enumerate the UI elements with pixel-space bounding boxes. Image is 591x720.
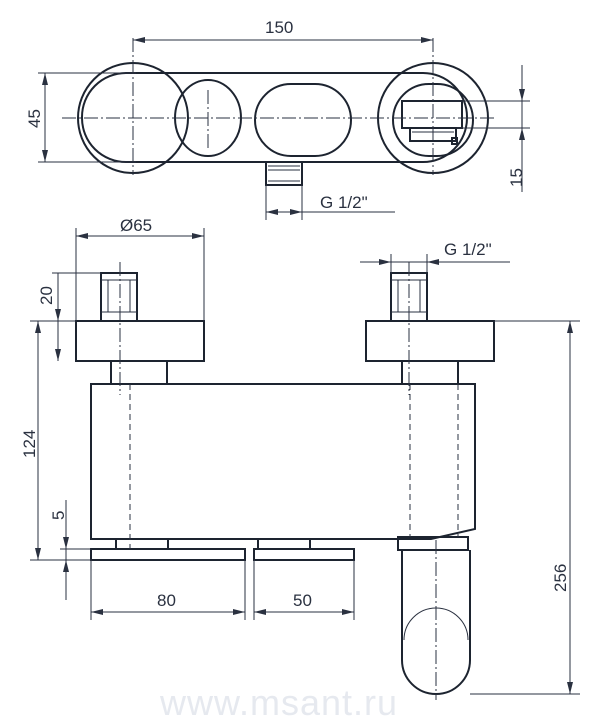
front-right-outlet-stem (257, 538, 311, 550)
top-right-valve-tip (451, 137, 458, 145)
front-view: Ø65 G 1/2" 20 124 5 80 (20, 216, 580, 700)
front-spout-collar (397, 536, 469, 551)
dim-80-arrow-left (91, 609, 103, 615)
dim-g12-front-arrow-left (379, 259, 391, 265)
front-right-neck (401, 360, 459, 385)
dim-124-arrow-bottom (35, 548, 41, 560)
dim-150-arrow-left (133, 37, 145, 43)
front-left-neck (110, 360, 168, 385)
front-right-flange (365, 320, 495, 362)
dim-80-arrow-right (233, 609, 245, 615)
top-right-valve-block (401, 100, 463, 129)
dim-20-label: 20 (37, 286, 56, 305)
dim-124-label: 124 (20, 430, 39, 458)
dim-15-label: 15 (507, 168, 526, 187)
top-view: 150 45 15 G 1/2" (25, 18, 530, 220)
dim-5-label: 5 (49, 511, 68, 520)
dim-45-arrow-top (42, 73, 48, 85)
front-right-base-plate (253, 548, 355, 561)
dim-15-arrow-top (519, 89, 525, 101)
front-left-outlet-stem (115, 538, 169, 550)
dim-20-arrow-bottom (55, 349, 61, 361)
front-main-body (90, 383, 476, 540)
dim-256-arrow-top (567, 321, 573, 333)
dim-g12-top-arrow-right (290, 209, 302, 215)
dim-g12-front-arrow-right (427, 259, 439, 265)
dim-124-arrow-top (35, 321, 41, 333)
dim-80-label: 80 (157, 591, 176, 610)
dim-g12-top-arrow-left (266, 209, 278, 215)
dim-5-arrow-top (63, 537, 69, 549)
top-middle-recess (254, 83, 352, 157)
dim-50-label: 50 (293, 591, 312, 610)
dim-g12-front-label: G 1/2" (444, 240, 492, 259)
dim-150-arrow-right (421, 37, 433, 43)
dim-50-arrow-right (342, 609, 354, 615)
dim-g12-top-label: G 1/2" (320, 193, 368, 212)
front-left-base-plate (90, 548, 246, 561)
dim-15-arrow-bottom (519, 128, 525, 140)
dim-45-label: 45 (25, 109, 44, 128)
dim-d65-label: Ø65 (120, 216, 152, 235)
dim-5-arrow-bottom (63, 560, 69, 572)
front-left-flange (75, 320, 205, 362)
dim-256-label: 256 (551, 564, 570, 592)
top-inlet-nipple (265, 161, 303, 186)
watermark: www.msant.ru (159, 682, 398, 720)
dim-d65-arrow-left (76, 233, 88, 239)
dim-45-arrow-bottom (42, 150, 48, 162)
dim-d65-arrow-right (192, 233, 204, 239)
dim-50-arrow-left (254, 609, 266, 615)
dim-256-arrow-bottom (567, 682, 573, 694)
dim-20-arrow-top (55, 309, 61, 321)
dim-150-label: 150 (265, 18, 293, 37)
